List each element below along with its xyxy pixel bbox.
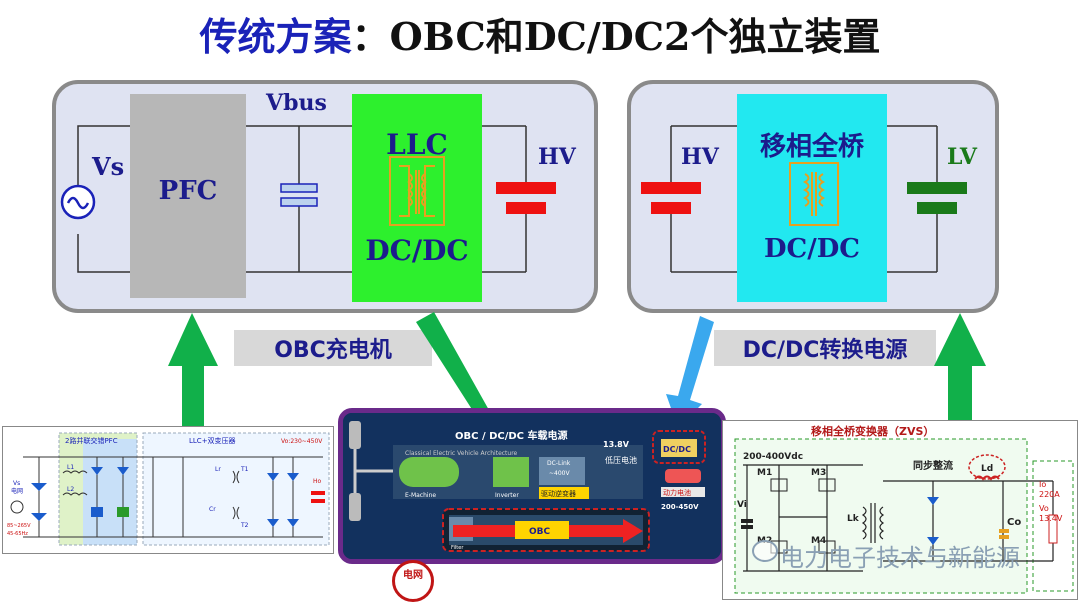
ev-architecture-drawing: OBC / DC/DC 车载电源 Classical Electric Vehi… xyxy=(343,413,721,559)
power-batt-text: 动力电池 xyxy=(663,488,691,497)
co-text: Co xyxy=(1007,517,1021,528)
arrow-up-left-icon xyxy=(168,313,218,428)
vs-label: Vs xyxy=(92,152,125,181)
hv-label-obc: HV xyxy=(538,144,576,170)
left-schematic-thumbnail: 2路并联交错PFC LLC+双变压器 Vo:230~450V Vs 电网 85~… xyxy=(2,426,334,554)
vbus-capacitor-icon xyxy=(280,183,318,193)
grid-source-label: 电网 xyxy=(403,570,423,581)
ho-text: Ho xyxy=(313,478,322,485)
arrow-up-right-icon xyxy=(934,313,986,428)
right-schematic-drawing: 移相全桥变换器（ZVS） 200-400Vdc M1 M2 M3 M4 Vi L… xyxy=(734,424,1074,594)
pfc-label: PFC xyxy=(158,176,218,206)
hv-label-dcdc: HV xyxy=(681,144,719,170)
dclink-v-text: ~400V xyxy=(549,470,570,477)
filter-text: Filter xyxy=(451,545,464,551)
phase-shift-label: 移相全桥 xyxy=(759,132,864,162)
emachine-icon xyxy=(399,457,459,487)
obc-chip-text: OBC xyxy=(529,527,551,537)
inverter-text: Inverter xyxy=(495,492,519,499)
transformer-icon xyxy=(389,156,445,226)
ev-architecture-thumbnail: OBC / DC/DC 车载电源 Classical Electric Vehi… xyxy=(338,408,726,564)
psfb-title-text: 移相全桥变换器（ZVS） xyxy=(811,424,934,438)
dcdc-panel: 移相全桥 DC/DC HV LV xyxy=(627,80,999,313)
l2-text: L2 xyxy=(67,486,74,493)
dcdc-power-label: DC/DC转换电源 xyxy=(714,330,936,366)
arrow-dcdc-icon xyxy=(666,316,714,428)
vbus-label: Vbus xyxy=(266,90,327,116)
t1-text: T1 xyxy=(240,466,249,473)
power-battery-icon xyxy=(665,469,701,483)
emachine-text: E-Machine xyxy=(405,492,436,499)
dclink-text: DC-Link xyxy=(547,460,571,467)
vs-text: Vs xyxy=(13,480,20,487)
input-range2-text: 45-65Hz xyxy=(7,531,28,537)
lr-text: Lr xyxy=(215,466,221,473)
l1-text: L1 xyxy=(67,464,74,471)
llc-title-text: LLC+双变压器 xyxy=(189,436,236,445)
llc-label: LLC xyxy=(386,128,448,161)
arch-text: Classical Electric Vehicle Architecture xyxy=(405,450,518,457)
ld-text: Ld xyxy=(981,464,993,474)
psfb-dcdc-label: DC/DC xyxy=(764,234,860,264)
psfb-transformer-icon xyxy=(789,162,839,226)
m4-text: M4 xyxy=(811,536,826,546)
vi-text: Vi xyxy=(737,500,747,510)
left-schematic-drawing: 2路并联交错PFC LLC+双变压器 Vo:230~450V Vs 电网 85~… xyxy=(7,432,330,546)
vo-text: Vo xyxy=(1039,504,1049,513)
wechat-icon xyxy=(752,540,778,562)
cr-text: Cr xyxy=(209,506,216,513)
inverter-icon xyxy=(493,457,529,487)
page-title: 传统方案：OBC和DC/DC2个独立装置 xyxy=(0,6,1080,61)
dcdc-chip-text: DC/DC xyxy=(663,445,691,454)
io-value-text: 220A xyxy=(1039,490,1060,499)
lk-text: Lk xyxy=(847,514,860,524)
right-schematic-thumbnail: 移相全桥变换器（ZVS） 200-400Vdc M1 M2 M3 M4 Vi L… xyxy=(722,420,1078,600)
watermark-text: 电力电子技术与新能源 xyxy=(780,544,1020,572)
m3-text: M3 xyxy=(811,468,826,478)
grid-source-badge xyxy=(392,560,434,602)
wheel-icon xyxy=(349,493,361,521)
vo-value-text: 13.4V xyxy=(1039,514,1063,523)
obc-panel: PFC LLC DC/DC Vs Vbus HV xyxy=(52,80,598,313)
obc-circuit-lines xyxy=(60,125,556,273)
obc-charger-label: OBC充电机 xyxy=(234,330,432,366)
v138-text: 13.8V xyxy=(603,440,630,449)
hv-battery-dcdc-icon xyxy=(641,182,701,194)
lv-label: LV xyxy=(947,144,977,170)
wheel-icon xyxy=(349,421,361,449)
title-main: 传统方案 xyxy=(199,14,352,59)
m1-text: M1 xyxy=(757,468,772,478)
pfc-title-text: 2路并联交错PFC xyxy=(65,436,118,445)
vin-text: 200-400Vdc xyxy=(743,452,803,462)
lv-battery-icon xyxy=(907,182,967,194)
dcdc-circuit-lines xyxy=(641,125,967,273)
ld-inductor-icon xyxy=(974,475,1000,481)
lowv-batt-text: 低压电池 xyxy=(605,455,637,465)
vo-range-text: Vo:230~450V xyxy=(281,438,323,445)
drive-inv-text: 驱动逆变器 xyxy=(541,489,576,498)
t2-text: T2 xyxy=(240,522,249,529)
ev-header-text: OBC / DC/DC 车载电源 xyxy=(455,429,568,442)
grid-text: 电网 xyxy=(11,487,23,495)
llc-dcdc-label: DC/DC xyxy=(365,234,469,267)
io-text: Io xyxy=(1039,480,1046,489)
title-rest: ：OBC和DC/DC2个独立装置 xyxy=(351,14,881,59)
hv-battery-icon xyxy=(496,182,556,194)
obc-chip-icon xyxy=(515,521,569,539)
sync-text: 同步整流 xyxy=(913,459,953,472)
batt-range-text: 200-450V xyxy=(661,503,699,511)
input-range1-text: 85~265V xyxy=(7,523,31,529)
pfc-block xyxy=(130,94,246,298)
